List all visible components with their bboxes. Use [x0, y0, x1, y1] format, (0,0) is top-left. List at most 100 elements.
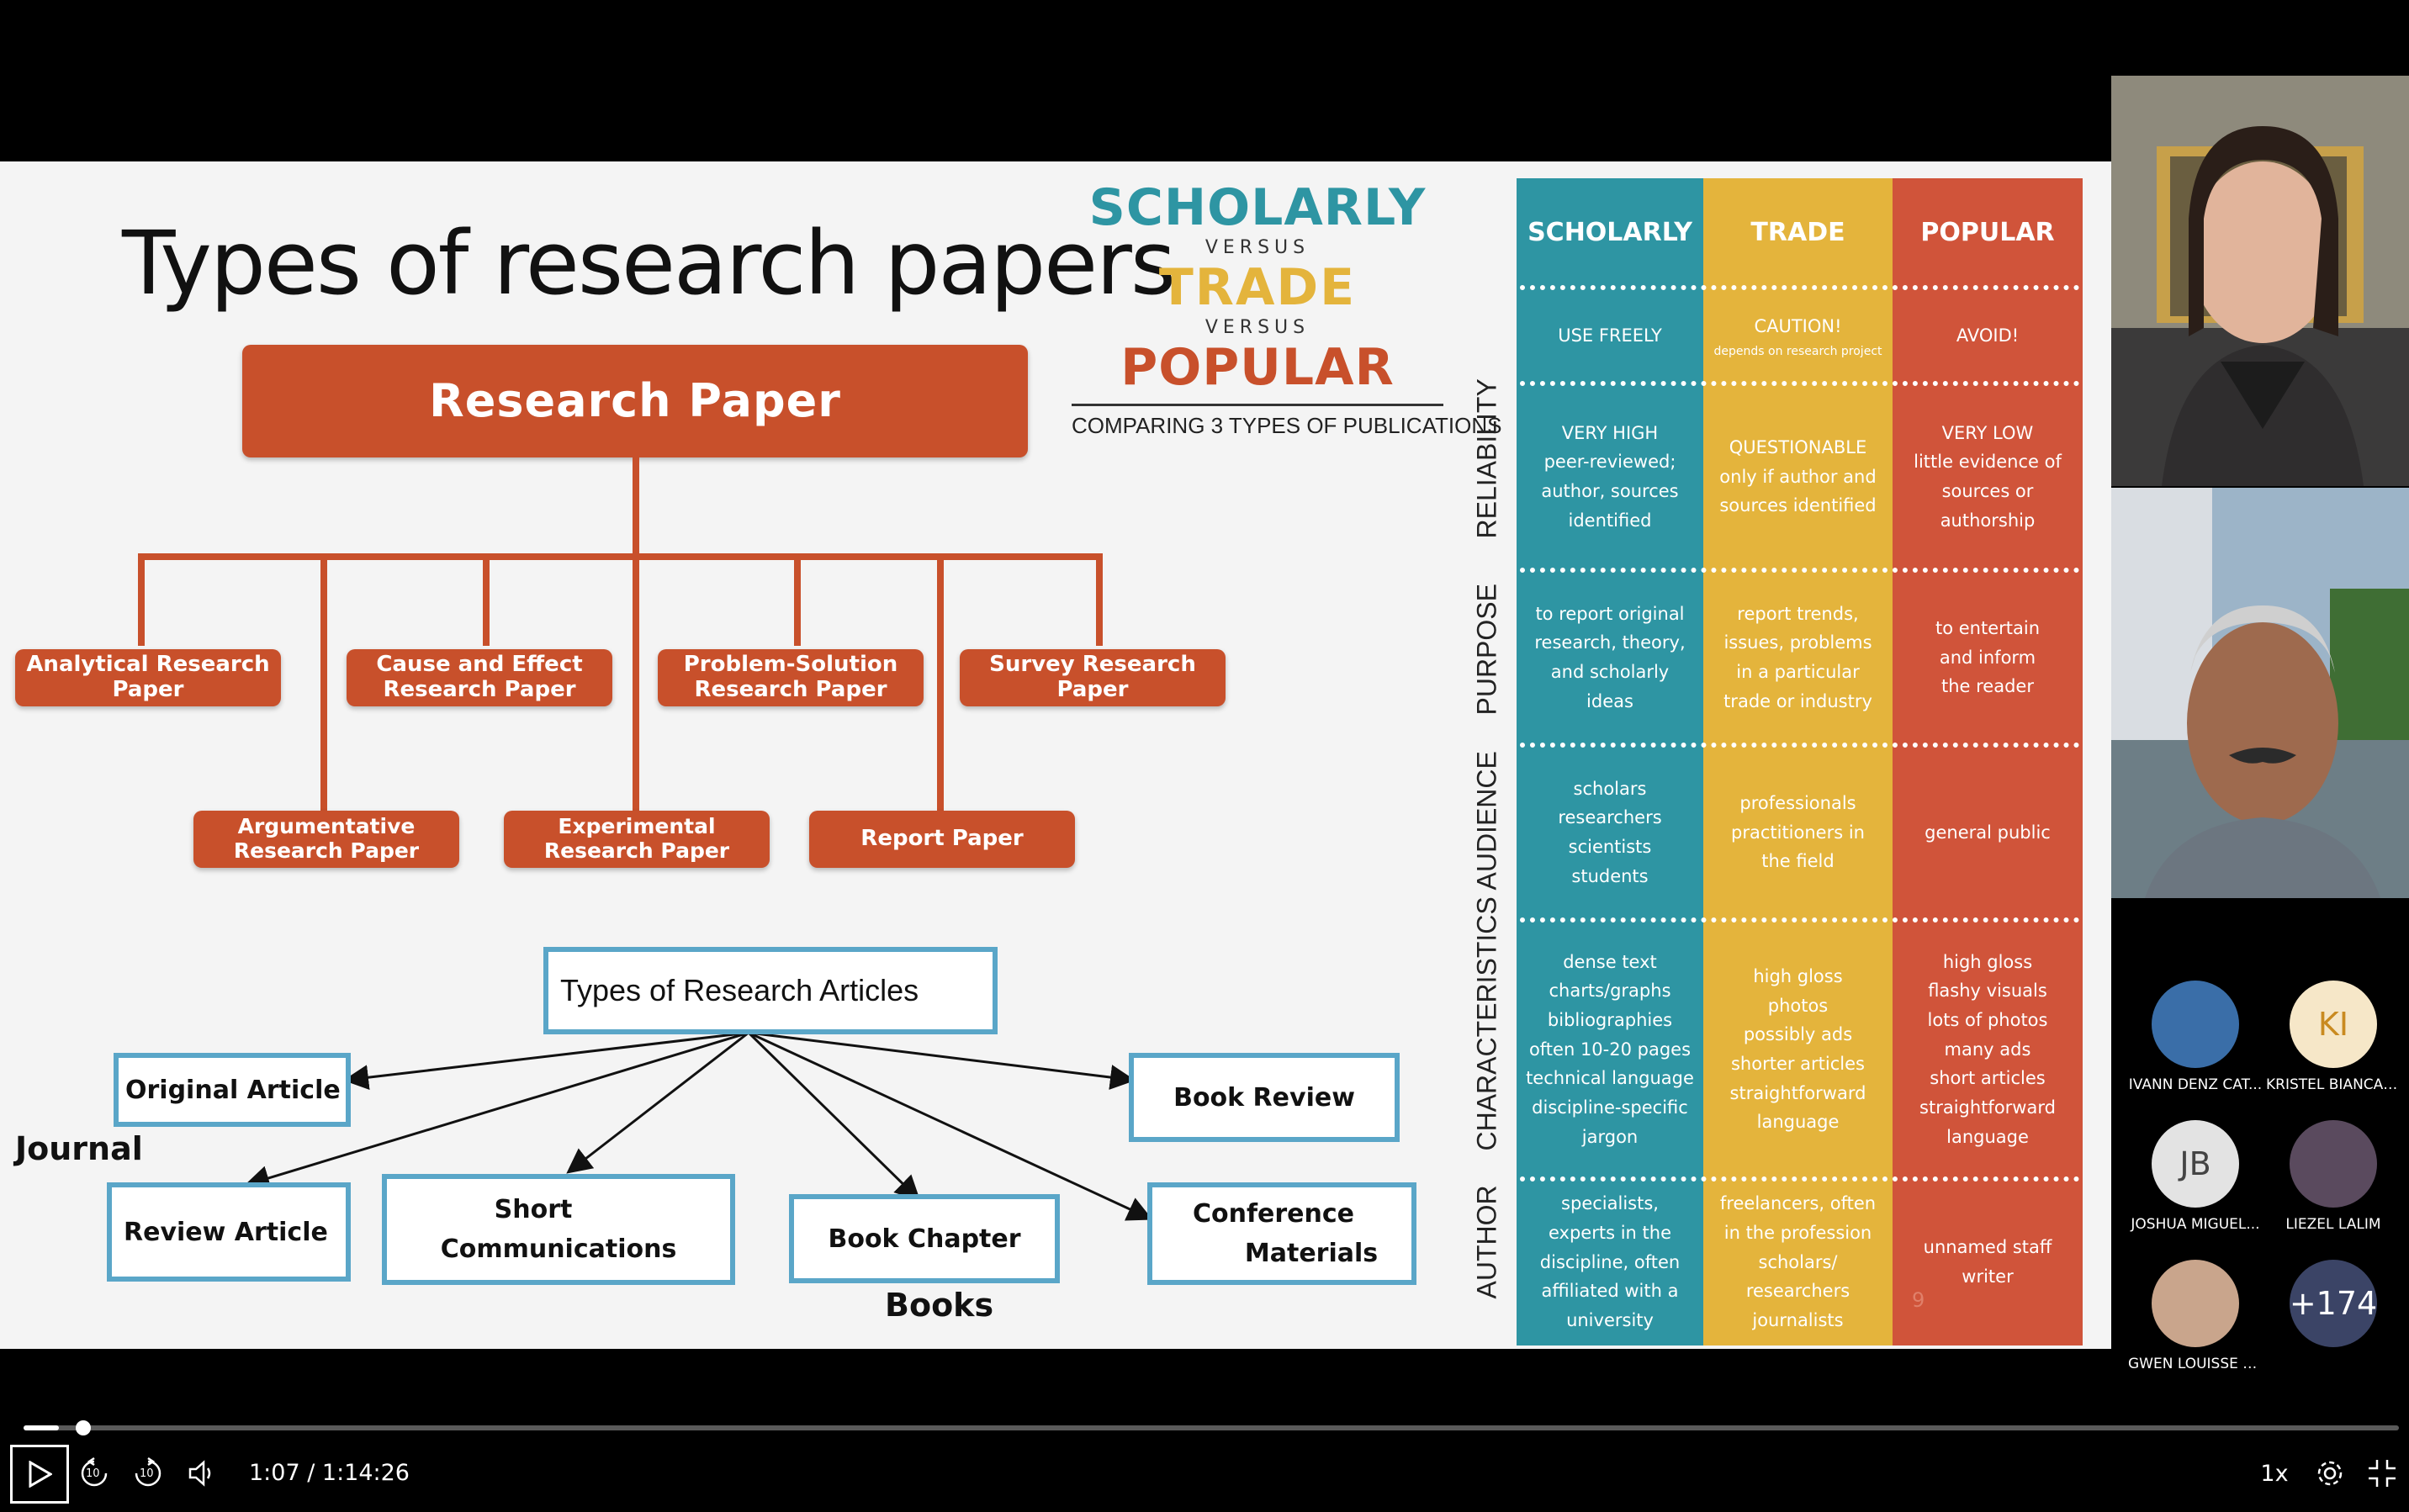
- articles-root-box: Types of Research Articles: [543, 947, 998, 1034]
- cell-line: bibliographies: [1547, 1010, 1673, 1031]
- column-popular: [1893, 178, 2083, 1345]
- row-divider: [1520, 381, 2079, 386]
- original-article-box: Original Article: [114, 1053, 351, 1127]
- participant-video-2[interactable]: [2111, 488, 2409, 898]
- cell-line: researchers: [1558, 807, 1662, 828]
- participant-avatar: [2290, 1120, 2377, 1208]
- row-label-characteristics: CHARACTERISTICS: [1471, 896, 1502, 1151]
- book-review-box: Book Review: [1129, 1053, 1400, 1142]
- usage-note: depends on research project: [1713, 344, 1882, 358]
- conference-materials-box: Conference Materials: [1147, 1182, 1416, 1285]
- playback-speed-button[interactable]: 1x: [2260, 1460, 2289, 1487]
- slide-page-number: 9: [1912, 1288, 1925, 1312]
- forward-button[interactable]: 10: [128, 1453, 168, 1493]
- purpose-cell: to entertain and inform the reader: [1893, 570, 2083, 745]
- participant-avatar: KI: [2290, 981, 2377, 1068]
- column-header: POPULAR: [1920, 218, 2055, 248]
- rewind-icon: [81, 1456, 108, 1487]
- play-button[interactable]: [10, 1445, 69, 1504]
- cell-line: research, theory,: [1534, 632, 1686, 653]
- cell-line: affiliated with a: [1541, 1281, 1679, 1302]
- cell-line: authorship: [1940, 510, 2036, 531]
- conf-line-1: Conference: [1192, 1199, 1354, 1229]
- progress-fill: [24, 1425, 60, 1430]
- participant-avatar: +174: [2290, 1260, 2377, 1347]
- tree-connector: [794, 553, 801, 646]
- participant-tile[interactable]: LIEZEL LALIM: [2266, 1120, 2401, 1255]
- row-label-audience: AUDIENCE: [1471, 751, 1502, 891]
- cell-line: the reader: [1941, 676, 2034, 697]
- rewind-button[interactable]: 10: [74, 1453, 114, 1493]
- participant-avatar: JB: [2152, 1120, 2239, 1208]
- cell-line: freelancers, often: [1719, 1193, 1877, 1214]
- cell-line: issues, problems: [1723, 632, 1872, 653]
- participant-tile[interactable]: GWEN LOUISSE Z...: [2128, 1260, 2263, 1394]
- forward-icon: [135, 1456, 161, 1487]
- forward-seconds: 10: [140, 1467, 154, 1480]
- cell-line: high gloss: [1753, 966, 1843, 987]
- cell-line: shorter articles: [1730, 1054, 1865, 1074]
- row-divider: [1520, 1176, 2079, 1182]
- articles-arrows: [244, 1031, 1153, 1221]
- participant-video-1[interactable]: [2111, 76, 2409, 486]
- participant-avatar: [2152, 1260, 2239, 1347]
- settings-button[interactable]: [2310, 1453, 2350, 1493]
- usage-text: USE FREELY: [1558, 325, 1662, 346]
- tree-node: Experimental Research Paper: [504, 811, 770, 868]
- tree-node: Problem-Solution Research Paper: [658, 649, 924, 706]
- cell-line: journalists: [1752, 1309, 1844, 1330]
- cell-line: many ads: [1944, 1039, 2031, 1060]
- cell-line: photos: [1767, 995, 1829, 1016]
- cell-line: general public: [1925, 822, 2051, 843]
- participant-name: LIEZEL LALIM: [2285, 1216, 2381, 1233]
- cell-line: straightforward: [1729, 1082, 1866, 1103]
- review-article-box: Review Article: [107, 1182, 351, 1282]
- cell-line: discipline, often: [1539, 1251, 1681, 1272]
- row-label-author: AUTHOR: [1471, 1185, 1502, 1299]
- cell-line: to entertain: [1935, 618, 2041, 639]
- cell-line: scholars: [1573, 778, 1647, 799]
- cell-line: technical language: [1526, 1068, 1694, 1089]
- cell-line: VERY LOW: [1941, 422, 2034, 443]
- tree-node: Cause and Effect Research Paper: [347, 649, 612, 706]
- participant-tile[interactable]: +174: [2266, 1260, 2401, 1394]
- progress-handle[interactable]: [76, 1420, 92, 1435]
- cell-line: professionals: [1739, 793, 1856, 814]
- presentation-slide: Types of research papers Research Paper …: [0, 161, 2111, 1349]
- column-scholarly: [1517, 178, 1703, 1345]
- short-line-2: Communications: [440, 1234, 677, 1264]
- cell-line: language: [1756, 1112, 1840, 1133]
- tree-node: Argumentative Research Paper: [193, 811, 459, 868]
- tree-connector: [138, 553, 1103, 560]
- cell-line: in a particular: [1736, 662, 1860, 682]
- cell-line: sources or: [1941, 481, 2034, 501]
- tree-connector: [483, 553, 490, 646]
- cell-line: to report original: [1535, 603, 1685, 624]
- cell-line: lots of photos: [1927, 1010, 2048, 1031]
- cell-line: experts in the: [1549, 1223, 1671, 1244]
- participant-tile[interactable]: IVANN DENZ CAT...: [2128, 981, 2263, 1115]
- column-trade: [1703, 178, 1893, 1345]
- tree-connector: [320, 553, 327, 811]
- cell-line: QUESTIONABLE: [1729, 437, 1867, 458]
- cell-line: specialists,: [1561, 1193, 1659, 1214]
- cell-line: and inform: [1939, 647, 2036, 668]
- usage-text: CAUTION!: [1754, 316, 1842, 337]
- book-chapter-box: Book Chapter: [789, 1194, 1060, 1283]
- fullscreen-button[interactable]: [2362, 1453, 2402, 1493]
- cell-line: charts/graphs: [1549, 981, 1671, 1002]
- progress-track[interactable]: [24, 1425, 2399, 1430]
- cell-line: possibly ads: [1743, 1024, 1853, 1045]
- cell-line: practitioners in: [1731, 822, 1865, 843]
- volume-button[interactable]: [182, 1453, 222, 1493]
- tree-connector: [138, 553, 145, 646]
